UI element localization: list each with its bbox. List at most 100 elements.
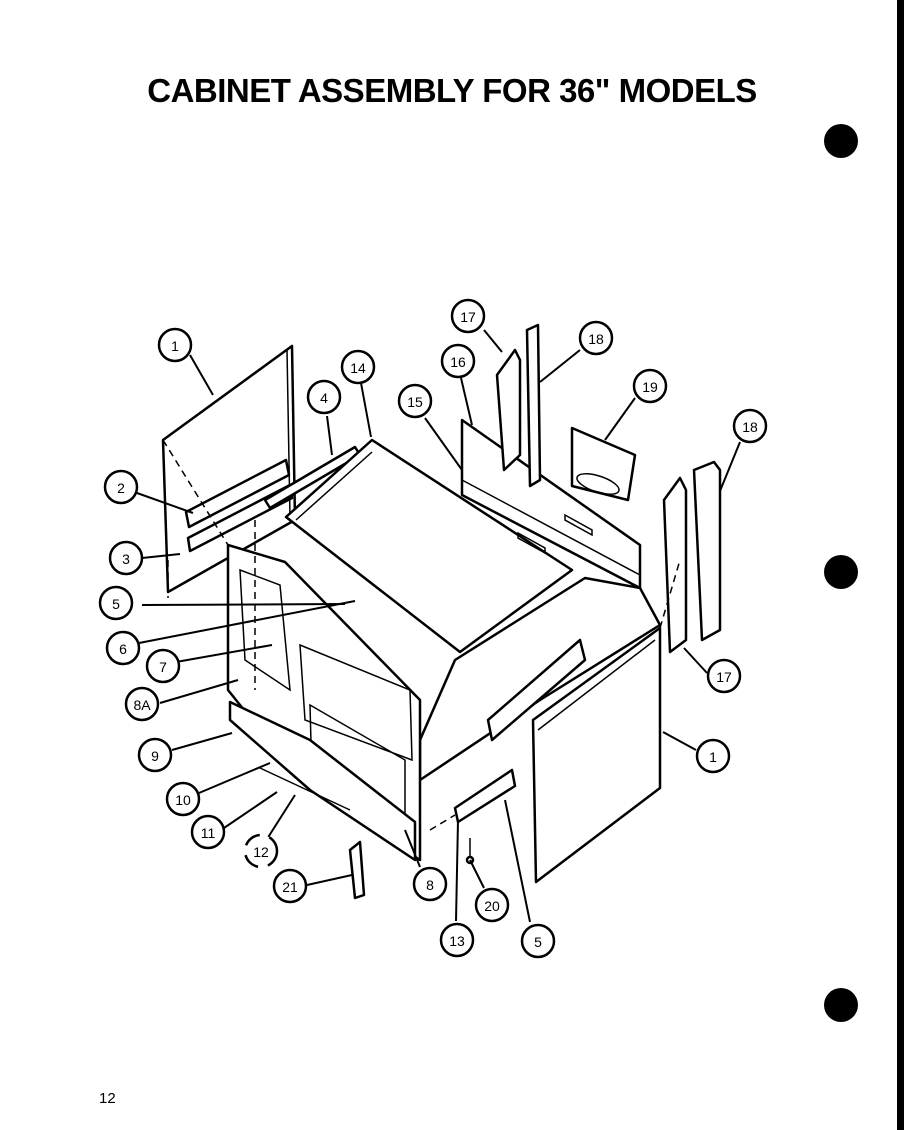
callout-10: 10 <box>165 781 201 817</box>
front-frame <box>226 543 422 862</box>
bracket-21 <box>348 840 366 900</box>
callout-19: 19 <box>632 368 668 404</box>
callout-1: 1 <box>157 327 193 363</box>
callout-circle <box>306 379 342 415</box>
callout-label: 19 <box>642 379 658 395</box>
callout-label: 8 <box>426 877 434 893</box>
rail-upper <box>184 458 291 529</box>
callout-4: 4 <box>306 379 342 415</box>
callout-circle <box>108 540 144 576</box>
callout-8a: 8A <box>124 686 160 722</box>
callout-21: 21 <box>272 868 308 904</box>
callout-label: 5 <box>534 934 542 950</box>
callout-label: 16 <box>450 354 466 370</box>
side-rail-lower <box>453 768 517 824</box>
callout-7: 7 <box>145 648 181 684</box>
callout-circle <box>440 343 476 379</box>
binder-hole-top <box>824 124 858 158</box>
callout-17: 17 <box>706 658 742 694</box>
callout-circle <box>243 833 279 869</box>
callout-label: 13 <box>449 933 465 949</box>
callout-label: 20 <box>484 898 500 914</box>
vent-19 <box>570 426 637 502</box>
callout-label: 18 <box>742 419 758 435</box>
main-top-panel <box>284 438 574 654</box>
right-side-panel <box>531 626 662 884</box>
callout-circle <box>190 814 226 850</box>
callout-circle <box>695 738 731 774</box>
callout-label: 14 <box>350 360 366 376</box>
callout-circle <box>165 781 201 817</box>
callout-label: 6 <box>119 641 127 657</box>
callout-15: 15 <box>397 383 433 419</box>
callout-labels: 12345678A9101112211415161718191817182013… <box>98 298 768 959</box>
callout-circle <box>397 383 433 419</box>
side-rail <box>486 638 587 742</box>
callout-circle <box>439 922 475 958</box>
trim-18-upper <box>525 323 542 488</box>
callout-circle <box>474 887 510 923</box>
trim-17-right <box>662 476 688 654</box>
callout-circle <box>732 408 768 444</box>
callout-label: 5 <box>112 596 120 612</box>
bottom-trim <box>228 700 417 862</box>
callout-9: 9 <box>137 737 173 773</box>
callout-label: 4 <box>320 390 328 406</box>
callout-18: 18 <box>578 320 614 356</box>
callout-circle <box>578 320 614 356</box>
callout-3: 3 <box>108 540 144 576</box>
callout-circle <box>632 368 668 404</box>
trim-17-upper <box>495 348 522 472</box>
binder-hole-middle <box>824 555 858 589</box>
callout-6: 6 <box>105 630 141 666</box>
callout-1: 1 <box>695 738 731 774</box>
callout-2: 2 <box>103 469 139 505</box>
callout-circle <box>412 866 448 902</box>
callout-17: 17 <box>450 298 486 334</box>
callout-14: 14 <box>340 349 376 385</box>
callout-13: 13 <box>439 922 475 958</box>
callout-label: 11 <box>201 825 216 841</box>
callout-label: 8A <box>133 697 151 713</box>
callout-circle <box>124 686 160 722</box>
callout-circle <box>450 298 486 334</box>
binder-hole-bottom <box>824 988 858 1022</box>
callout-18: 18 <box>732 408 768 444</box>
callout-circle <box>520 923 556 959</box>
callout-circle <box>340 349 376 385</box>
callout-label: 1 <box>171 338 179 354</box>
callout-label: 21 <box>282 879 298 895</box>
callout-12: 12 <box>243 833 279 869</box>
callout-label: 17 <box>716 669 732 685</box>
callout-circle <box>103 469 139 505</box>
callout-circle <box>706 658 742 694</box>
callout-label: 12 <box>253 844 269 860</box>
callout-circle <box>272 868 308 904</box>
page-title: CABINET ASSEMBLY FOR 36" MODELS <box>147 72 757 109</box>
callout-16: 16 <box>440 343 476 379</box>
callout-circle <box>98 585 134 621</box>
callout-8: 8 <box>412 866 448 902</box>
callout-20: 20 <box>474 887 510 923</box>
leader-lines <box>136 329 741 923</box>
callout-label: 7 <box>159 659 167 675</box>
trim-18-right <box>692 460 722 642</box>
page-number: 12 <box>99 1090 116 1107</box>
callout-label: 18 <box>588 331 604 347</box>
callout-label: 3 <box>122 551 130 567</box>
callout-label: 17 <box>460 309 476 325</box>
callout-label: 10 <box>175 792 191 808</box>
callout-5: 5 <box>520 923 556 959</box>
callout-circle <box>137 737 173 773</box>
callout-label: 1 <box>709 749 717 765</box>
callout-circle <box>145 648 181 684</box>
callout-label: 2 <box>117 480 125 496</box>
callout-circle <box>157 327 193 363</box>
callout-label: 9 <box>151 748 159 764</box>
callout-11: 11 <box>190 814 226 850</box>
callout-circle <box>105 630 141 666</box>
callout-5: 5 <box>98 585 134 621</box>
callout-label: 15 <box>407 394 423 410</box>
